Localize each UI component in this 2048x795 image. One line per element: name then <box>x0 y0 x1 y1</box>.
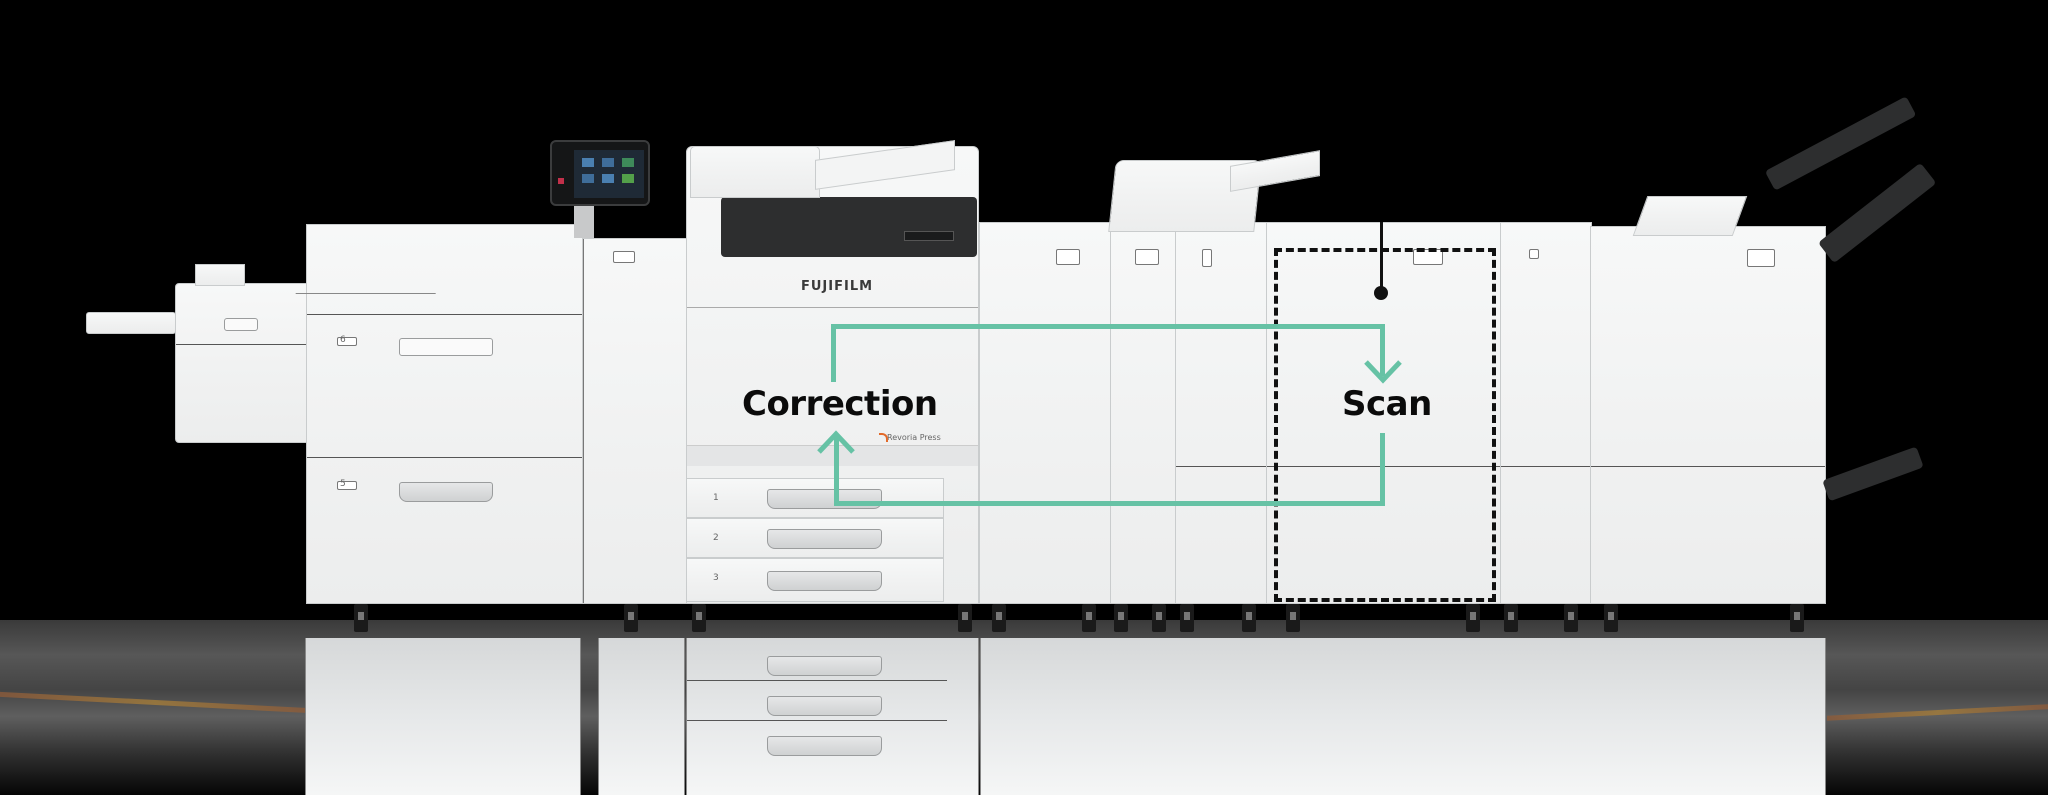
tray-6-handle[interactable] <box>399 338 493 356</box>
caster <box>354 604 368 632</box>
paper-tray-3[interactable]: 3 <box>686 558 944 602</box>
correction-label: Correction <box>742 384 938 424</box>
tray-5-handle[interactable] <box>399 482 493 502</box>
finisher-module <box>1590 226 1826 604</box>
caster <box>1152 604 1166 632</box>
control-panel-stand <box>574 198 594 238</box>
caster <box>1114 604 1128 632</box>
caster <box>1564 604 1578 632</box>
flow-line-bottom <box>836 501 1385 506</box>
tray-handle[interactable] <box>767 571 882 591</box>
scanner-highlight-box <box>1274 248 1496 602</box>
inline-sensor-module <box>1175 222 1267 604</box>
arrow-up-icon <box>817 430 855 454</box>
high-capacity-feeder: 6 5 <box>295 224 583 604</box>
flow-line-right-down <box>1380 324 1385 376</box>
scan-label: Scan <box>1342 384 1432 424</box>
caster <box>992 604 1006 632</box>
leader-line <box>1380 222 1383 292</box>
tray-number: 1 <box>713 493 719 503</box>
document-feeder-top <box>690 146 820 198</box>
feeder-handle[interactable] <box>224 318 258 331</box>
reflection-right-units <box>980 638 1826 795</box>
arrow-down-icon <box>1364 360 1402 384</box>
tray-number: 3 <box>713 573 719 583</box>
caster <box>1466 604 1480 632</box>
control-panel[interactable] <box>550 140 650 206</box>
caster <box>958 604 972 632</box>
tray-handle[interactable] <box>767 489 882 509</box>
finisher-output-tray-lower[interactable] <box>1822 446 1924 502</box>
tray-number: 5 <box>340 479 346 489</box>
paper-tray-1[interactable]: 1 <box>686 478 944 518</box>
flow-line-left-up <box>831 324 836 382</box>
fujifilm-logo: FUJIFILM <box>801 279 874 294</box>
tray-handle[interactable] <box>767 529 882 549</box>
interface-module <box>582 238 687 604</box>
caster <box>692 604 706 632</box>
touchscreen-control-panel-icon[interactable] <box>574 150 644 198</box>
caster <box>1180 604 1194 632</box>
caster <box>1286 604 1300 632</box>
stacker-module <box>1500 222 1592 604</box>
leader-dot <box>1374 286 1388 300</box>
cooling-module <box>1110 222 1176 604</box>
caster <box>1504 604 1518 632</box>
document-feeder-base[interactable] <box>721 197 977 257</box>
finisher-top <box>1632 196 1748 236</box>
bypass-feeder-top <box>195 264 245 286</box>
tray-number: 2 <box>713 533 719 543</box>
bypass-tray-shelf[interactable] <box>86 312 176 334</box>
tray-number: 6 <box>340 335 346 345</box>
reflection-main-unit <box>686 638 979 795</box>
document-feeder-window <box>904 231 954 241</box>
caster <box>1082 604 1096 632</box>
bypass-feeder <box>175 283 310 443</box>
reflection-mid-unit <box>598 638 685 795</box>
flow-line-top <box>831 324 1385 329</box>
finisher-output-tray-upper[interactable] <box>1764 96 1917 191</box>
caster <box>1242 604 1256 632</box>
inserter-tray[interactable] <box>1230 150 1320 192</box>
caster <box>1790 604 1804 632</box>
caster <box>624 604 638 632</box>
flow-line-left-down <box>834 436 839 506</box>
finisher-output-tray-middle[interactable] <box>1817 162 1937 264</box>
reflection-left-feeder <box>305 638 581 795</box>
revoria-press-logo: Revoria Press <box>887 433 941 442</box>
flow-line-right-up <box>1380 433 1385 506</box>
caster <box>1604 604 1618 632</box>
paper-tray-2[interactable]: 2 <box>686 518 944 558</box>
decurler-module <box>979 222 1111 604</box>
